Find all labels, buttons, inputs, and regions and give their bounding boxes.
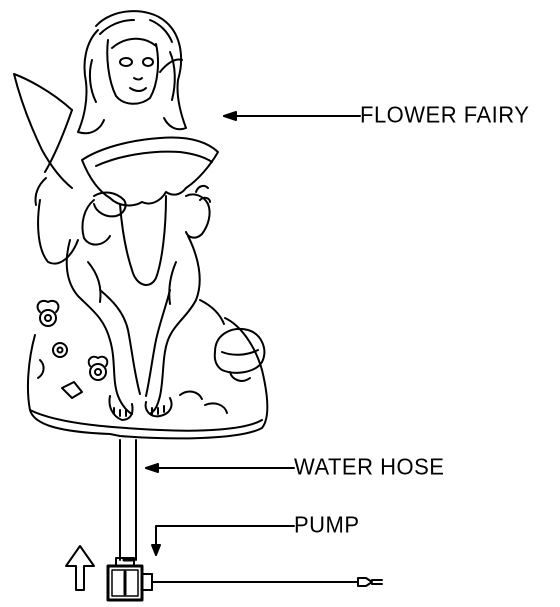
power-cord	[152, 578, 382, 586]
water-hose	[120, 440, 136, 560]
leader-lines	[146, 112, 360, 555]
pump-leader	[156, 526, 294, 555]
up-arrow-icon	[66, 546, 94, 590]
flower-fairy-label: FLOWER FAIRY	[360, 103, 529, 126]
fairy-arms	[82, 186, 210, 245]
fairy-head	[78, 11, 186, 133]
rock-base	[28, 318, 267, 438]
fairy-wings	[14, 60, 182, 264]
pump-label: PUMP	[294, 513, 360, 536]
water-hose-label: WATER HOSE	[294, 455, 444, 478]
fairy-body	[67, 236, 224, 420]
flower-cluster	[38, 301, 108, 380]
pump	[108, 558, 152, 600]
